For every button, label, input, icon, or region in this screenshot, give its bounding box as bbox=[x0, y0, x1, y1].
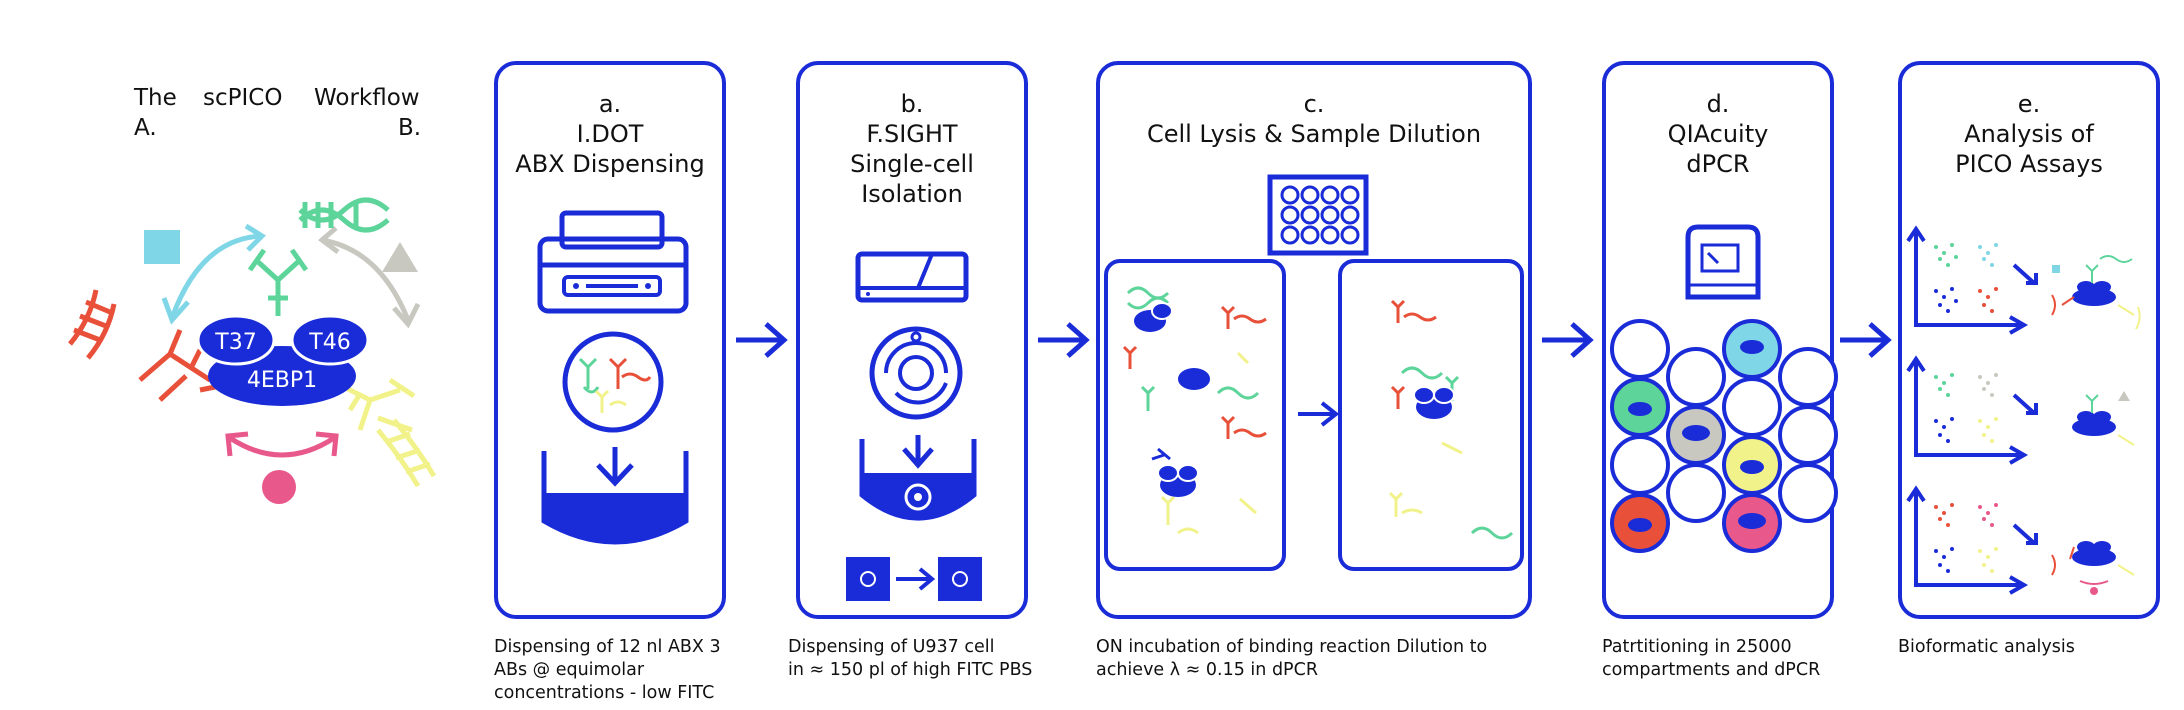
panel-a-caption-3: concentrations - low FITC bbox=[494, 683, 715, 703]
panel-b-title-1: F.SIGHT bbox=[866, 120, 958, 148]
pink-arrowhead-right bbox=[315, 431, 339, 457]
lysis-reaction-contents bbox=[1122, 286, 1267, 535]
diluted-sample-box bbox=[1338, 259, 1524, 571]
header-label-a: A. bbox=[134, 115, 157, 141]
panel-d-caption-2: compartments and dPCR bbox=[1602, 660, 1821, 680]
single-cell-well-icon bbox=[859, 435, 977, 521]
panel-e-caption-1: Bioformatic analysis bbox=[1898, 637, 2075, 657]
dpcr-partitions-grid bbox=[1610, 319, 1838, 553]
panel-c-caption-1: ON incubation of binding reaction Diluti… bbox=[1096, 637, 1488, 657]
panel-d-qiacuity: d. QIAcuity dPCR bbox=[1602, 61, 1838, 619]
4ebp1-label: 4EBP1 bbox=[247, 368, 317, 393]
lysis-reaction-box bbox=[1104, 259, 1286, 571]
panel-c-title-1: Cell Lysis & Sample Dilution bbox=[1146, 120, 1482, 148]
yellow-antibody-icon bbox=[328, 377, 437, 488]
analysis-scatter-plots bbox=[1906, 225, 2141, 595]
panel-e-analysis: e. Analysis of PICO Assays bbox=[1898, 61, 2160, 619]
panel-d-title-2: dPCR bbox=[1686, 150, 1750, 178]
panel-e-letter: e. bbox=[2017, 90, 2041, 118]
cell-dish-icon bbox=[869, 326, 963, 420]
t37-label: T37 bbox=[214, 330, 256, 355]
well-plate-icon bbox=[1267, 174, 1369, 256]
pink-arrowhead-left bbox=[225, 431, 249, 457]
panel-b-title-2: Single-cell bbox=[850, 150, 974, 178]
t46-protein-shape bbox=[290, 314, 370, 366]
panel-b-caption-2: in ≈ 150 pl of high FITC PBS bbox=[788, 660, 1033, 680]
panel-c-lysis-dilution: c. Cell Lysis & Sample Dilution bbox=[1096, 61, 1532, 619]
panel-d-caption-1: Patrtitioning in 25000 bbox=[1602, 637, 1792, 657]
panel-a-title-2: ABX Dispensing bbox=[515, 150, 705, 178]
panel-a-caption-2: ABs @ equimolar bbox=[494, 660, 645, 680]
header-word-the: The bbox=[134, 85, 177, 111]
t37-protein-shape bbox=[196, 314, 276, 366]
gray-arrowhead-top bbox=[318, 226, 340, 254]
arrow-c-to-d-icon bbox=[1542, 322, 1594, 358]
fsight-device-icon bbox=[855, 251, 969, 303]
panel-c-letter: c. bbox=[1303, 90, 1325, 118]
protein-complex-illustration: T37 T46 4EBP1 bbox=[68, 197, 437, 504]
dilution-arrow-icon bbox=[1298, 401, 1340, 427]
panel-b-fsight: b. F.SIGHT Single-cell Isolation bbox=[796, 61, 1028, 619]
gray-arrowhead bbox=[392, 302, 421, 329]
cell-transfer-icon bbox=[846, 557, 982, 601]
pink-curved-arrow-icon bbox=[228, 435, 336, 458]
cyan-square-icon bbox=[144, 230, 180, 264]
panel-e-title-2: PICO Assays bbox=[1955, 150, 2103, 178]
panel-a-letter: a. bbox=[598, 90, 622, 118]
cyan-arrowhead-top bbox=[244, 223, 266, 252]
antibody-droplet-icon bbox=[562, 331, 664, 433]
cyan-curved-arrow-icon bbox=[169, 233, 261, 319]
panel-b-letter: b. bbox=[900, 90, 924, 118]
panel-e-title-1: Analysis of bbox=[1964, 120, 2094, 148]
red-antibody-icon bbox=[68, 289, 221, 402]
qiacuity-instrument-icon bbox=[1685, 224, 1761, 300]
panel-d-letter: d. bbox=[1706, 90, 1730, 118]
panel-d-title-1: QIAcuity bbox=[1667, 120, 1769, 148]
panel-a-caption-1: Dispensing of 12 nl ABX 3 bbox=[494, 637, 721, 657]
green-antibody-icon bbox=[247, 197, 390, 316]
panel-a-idot: a. I.DOT ABX Dispensing bbox=[494, 61, 726, 619]
panel-b-caption-1: Dispensing of U937 cell bbox=[788, 637, 995, 657]
panel-a-title-1: I.DOT bbox=[576, 120, 644, 148]
panel-b-title-3: Isolation bbox=[861, 180, 963, 208]
diluted-sample-contents bbox=[1388, 299, 1514, 540]
header-word-scpico: scPICO bbox=[203, 85, 283, 111]
header-label-b: B. bbox=[398, 115, 422, 141]
pink-circle-icon bbox=[262, 470, 296, 504]
arrow-d-to-e-icon bbox=[1840, 322, 1892, 358]
arrow-a-to-b-icon bbox=[736, 322, 788, 358]
well-with-liquid-icon bbox=[541, 447, 689, 545]
arrow-b-to-c-icon bbox=[1038, 322, 1090, 358]
dispenser-device-icon bbox=[537, 210, 689, 314]
panel-c-caption-2: achieve λ ≈ 0.15 in dPCR bbox=[1096, 660, 1318, 680]
header-word-workflow: Workflow bbox=[314, 85, 420, 111]
t46-label: T46 bbox=[308, 330, 350, 355]
gray-triangle-icon bbox=[382, 242, 418, 272]
cyan-arrowhead bbox=[161, 297, 190, 325]
gray-curved-arrow-icon bbox=[321, 237, 411, 321]
